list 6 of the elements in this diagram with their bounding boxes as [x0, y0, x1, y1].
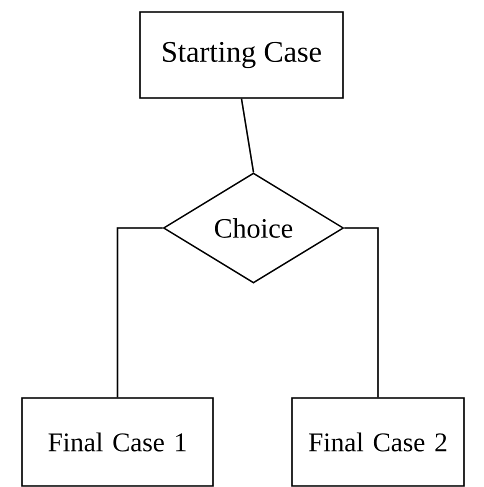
process-box: Final Case 1 [21, 397, 214, 487]
connector-line [240, 98, 254, 172]
process-box: Final Case 2 [291, 397, 465, 487]
process-box: Starting Case [139, 11, 344, 99]
connector-line [116, 227, 163, 398]
connector-line [344, 227, 379, 398]
